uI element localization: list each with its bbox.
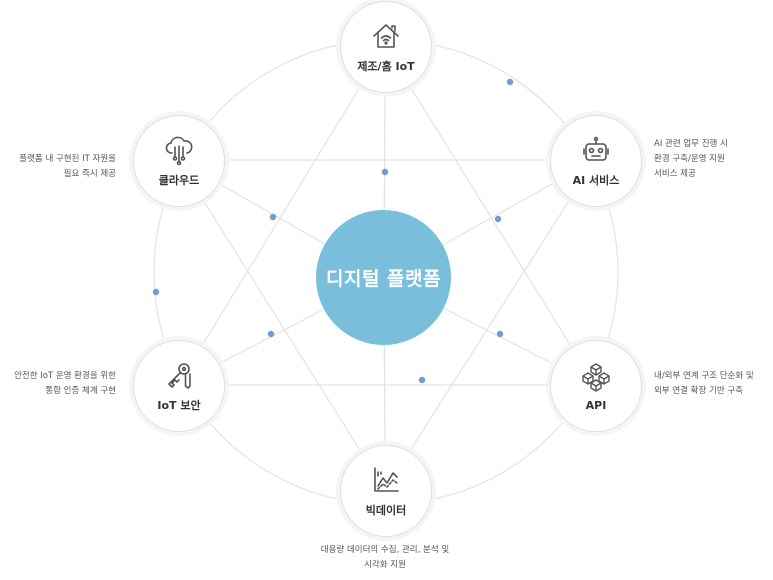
digital-platform-hub: 디지털 플랫폼 [316, 210, 451, 345]
connection-dot [381, 168, 389, 176]
connection-dot [418, 376, 426, 384]
big-data-description: 대용량 데이터의 수집, 관리, 분석 및 시각화 지원 [295, 543, 475, 573]
connection-dot [496, 330, 504, 338]
big-data-desc-line: 대용량 데이터의 수집, 관리, 분석 및 [320, 545, 450, 555]
smart-home-icon [373, 24, 399, 48]
node-label-iot-home: 제조/홈 IoT [357, 60, 415, 73]
node-label-cloud: 클라우드 [158, 174, 200, 187]
big-data-desc-line: 시각화 지원 [364, 560, 406, 570]
connection-dot [494, 215, 502, 223]
ai-service-desc-line: AI 관련 업무 진행 시 [654, 139, 728, 149]
cloud-desc-line: 플랫폼 내 구현된 IT 자원을 [19, 154, 116, 164]
connection-dot [267, 330, 275, 338]
node-iot-security[interactable]: IoT 보안 [133, 340, 225, 432]
cloud-desc-line: 필요 즉시 제공 [63, 169, 116, 179]
ai-service-desc-line: 환경 구축/운영 지원 [654, 154, 725, 164]
connection-dots [152, 78, 514, 384]
connector-line [177, 159, 386, 491]
center-label: 디지털 플랫폼 [326, 268, 441, 290]
node-label-iot-security: IoT 보안 [157, 399, 201, 412]
cloud-description: 플랫폼 내 구현된 IT 자원을 필요 즉시 제공 [4, 152, 116, 182]
api-desc-line: 내/외부 연계 구조 단순화 및 [654, 371, 754, 381]
line-chart-icon [374, 467, 399, 492]
connector-line [177, 45, 386, 386]
ai-service-desc-line: 서비스 제공 [654, 169, 696, 179]
node-ai-service[interactable]: AI 서비스 [550, 115, 642, 207]
node-big-data[interactable]: 빅데이터 [340, 445, 432, 537]
connector-line [384, 45, 596, 386]
node-label-big-data: 빅데이터 [365, 504, 407, 517]
api-description: 내/외부 연계 구조 단순화 및 외부 연결 확장 기반 구축 [654, 369, 754, 399]
iot-security-description: 안전한 IoT 운영 환경을 위한 통합 인증 체계 구현 [4, 369, 116, 399]
node-cloud[interactable]: 클라우드 [133, 115, 225, 207]
iot-security-desc-line: 통합 인증 체계 구현 [45, 386, 116, 396]
connection-dot [506, 78, 514, 86]
connection-dot [269, 213, 277, 221]
robot-icon [583, 136, 609, 161]
connection-dot [152, 288, 160, 296]
cube-cluster-icon [582, 362, 610, 392]
cloud-network-icon [165, 136, 193, 166]
node-iot-home[interactable]: 제조/홈 IoT [340, 1, 432, 93]
iot-security-desc-line: 안전한 IoT 운영 환경을 위한 [14, 371, 116, 381]
ai-service-description: AI 관련 업무 진행 시 환경 구축/운영 지원 서비스 제공 [654, 137, 728, 182]
node-api[interactable]: API [550, 340, 642, 432]
connector-line [384, 159, 596, 491]
node-label-api: API [585, 398, 607, 412]
node-label-ai-service: AI 서비스 [572, 174, 620, 187]
api-desc-line: 외부 연결 확장 기반 구축 [654, 386, 744, 396]
keys-icon [168, 363, 191, 389]
